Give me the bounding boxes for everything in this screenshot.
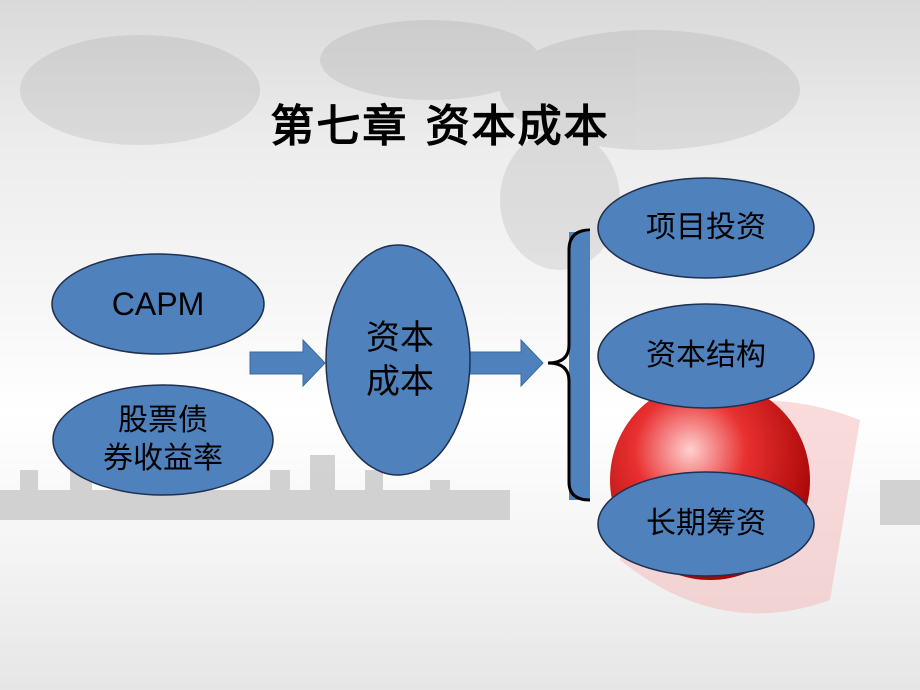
- arrow-right-2: [467, 338, 544, 388]
- arrows: [249, 338, 544, 388]
- curly-brace: [547, 228, 591, 502]
- page-title: 第七章 资本成本: [270, 101, 610, 152]
- node-capital-structure: [597, 303, 815, 409]
- center-line1: 资本: [366, 318, 434, 358]
- arrow-right-1: [249, 338, 326, 388]
- project-investment-label: 项目投资: [646, 210, 766, 245]
- node-long-term-financing: [597, 471, 815, 577]
- capital-cost-label: 资本成本: [366, 316, 434, 404]
- bond-yield-label: 股票债券收益率: [103, 402, 223, 478]
- bond-line2: 券收益率: [103, 441, 223, 476]
- node-capital-cost: [325, 244, 471, 476]
- capital-structure-label: 资本结构: [646, 338, 766, 373]
- center-line2: 成本: [366, 362, 434, 402]
- node-capm: [51, 253, 265, 355]
- world-map-watermark: [20, 20, 800, 270]
- brace-bar: [569, 232, 590, 500]
- capm-label: CAPM: [111, 286, 205, 322]
- node-project-investment: [597, 177, 815, 279]
- bond-line1: 股票债: [118, 403, 208, 438]
- node-bond-yield: [52, 384, 274, 496]
- long-term-financing-label: 长期筹资: [646, 506, 766, 541]
